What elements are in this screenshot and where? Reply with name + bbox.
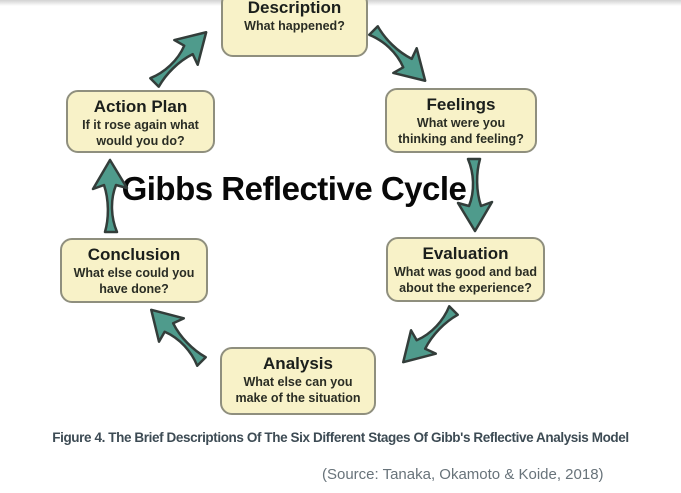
- stage-subtitle: What was good and bad about the experien…: [393, 265, 538, 295]
- cycle-title: Gibbs Reflective Cycle: [121, 170, 467, 207]
- stage-title: Description: [247, 0, 342, 17]
- stage-title: Feelings: [426, 95, 496, 114]
- stage-box-action-plan: Action Plan If it rose again what would …: [66, 90, 215, 153]
- stage-subtitle: What else could you have done?: [73, 266, 195, 296]
- stage-title: Evaluation: [422, 244, 509, 263]
- arrow-evaluation-to-analysis-icon: [384, 292, 472, 380]
- arrow-analysis-to-conclusion-icon: [132, 292, 220, 380]
- arrow-description-to-feelings-icon: [355, 12, 443, 100]
- arrow-action-plan-to-description-icon: [136, 13, 224, 101]
- stage-subtitle: If it rose again what would you do?: [82, 118, 199, 148]
- stage-subtitle: What were you thinking and feeling?: [398, 116, 524, 146]
- stage-box-description: Description What happened?: [221, 0, 368, 57]
- stage-title: Action Plan: [93, 97, 188, 116]
- figure-source: (Source: Tanaka, Okamoto & Koide, 2018): [322, 466, 604, 483]
- stage-title: Conclusion: [87, 245, 181, 264]
- stage-box-feelings: Feelings What were you thinking and feel…: [385, 88, 537, 153]
- figure-caption: Figure 4. The Brief Descriptions Of The …: [52, 430, 629, 445]
- stage-subtitle: What else can you make of the situation: [235, 375, 361, 405]
- stage-title: Analysis: [263, 354, 333, 373]
- stage-box-analysis: Analysis What else can you make of the s…: [220, 347, 376, 415]
- stage-subtitle: What happened?: [244, 19, 345, 33]
- stage-box-conclusion: Conclusion What else could you have done…: [60, 238, 208, 303]
- arrow-conclusion-to-action-plan-icon: [88, 157, 134, 235]
- arrow-feelings-to-evaluation-icon: [451, 156, 497, 234]
- stage-box-evaluation: Evaluation What was good and bad about t…: [386, 237, 545, 302]
